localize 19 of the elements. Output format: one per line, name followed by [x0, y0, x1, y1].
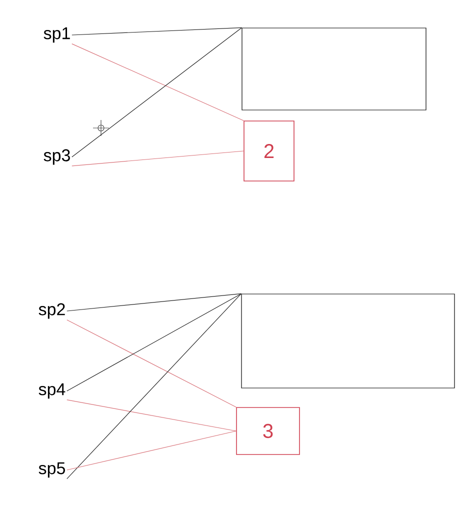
port-label: sp2 — [38, 303, 65, 319]
connector-line — [66, 293, 242, 392]
port-label: sp5 — [38, 462, 65, 478]
connector-line — [66, 293, 242, 480]
empty-box — [242, 28, 426, 110]
connector-line — [66, 293, 242, 312]
connector-line — [66, 400, 236, 432]
connector-line — [72, 27, 242, 36]
connector-line — [72, 150, 244, 166]
number-box: 3 — [236, 407, 300, 455]
connector-line — [66, 430, 236, 470]
connector-line — [72, 44, 244, 121]
port-label: sp3 — [44, 149, 70, 165]
number-box: 2 — [244, 120, 294, 182]
port-label: sp4 — [38, 383, 66, 399]
connector-line — [72, 27, 242, 158]
connector-line — [66, 320, 236, 408]
port-label: sp1 — [44, 27, 70, 43]
empty-box — [241, 294, 455, 388]
